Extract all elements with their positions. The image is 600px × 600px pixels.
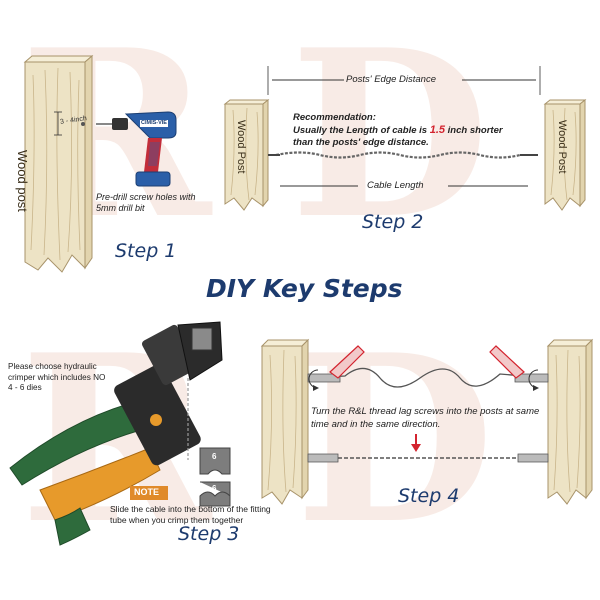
step2-left-post-label: Wood Post bbox=[235, 120, 247, 174]
recommendation-title: Recommendation: bbox=[293, 112, 376, 123]
step1-label: Step 1 bbox=[115, 240, 177, 262]
step2-left-post-icon bbox=[223, 98, 270, 211]
drill-icon bbox=[96, 111, 177, 187]
svg-text:D: D bbox=[295, 305, 494, 575]
step4-right-post-icon bbox=[546, 338, 594, 505]
rotation-arrow-icons bbox=[308, 369, 539, 391]
turnbuckle-hand-icons bbox=[329, 345, 525, 379]
cable-length-label: Cable Length bbox=[367, 180, 424, 191]
step4-left-post-icon bbox=[260, 338, 310, 505]
crimping-die-icon bbox=[199, 447, 231, 507]
page-title: DIY Key Steps bbox=[206, 274, 403, 303]
step2-right-post-label: Wood Post bbox=[556, 120, 568, 174]
note-badge-bg bbox=[130, 486, 168, 500]
recommendation-line1-post: inch shorter bbox=[445, 125, 503, 136]
recommendation-value: 1.5 bbox=[429, 124, 446, 136]
step4-cable-top-icon bbox=[307, 367, 549, 388]
die-label-bottom: 6 bbox=[212, 484, 217, 493]
down-arrow-icon bbox=[411, 434, 421, 452]
note-badge: NOTE bbox=[134, 487, 160, 497]
posts-edge-distance-label: Posts' Edge Distance bbox=[346, 74, 436, 85]
step3-label: Step 3 bbox=[178, 523, 240, 545]
step4-instruction: Turn the R&L thread lag screws into the … bbox=[311, 406, 540, 430]
svg-text:D: D bbox=[290, 0, 489, 270]
cable-icon bbox=[268, 151, 538, 159]
hydraulic-crimper-icon bbox=[9, 321, 223, 546]
drill-brand-label: CIMIS-VIE bbox=[141, 120, 167, 126]
step2-label: Step 2 bbox=[362, 211, 424, 233]
step1-wood-post-icon bbox=[23, 54, 94, 273]
die-label-top: 6 bbox=[212, 452, 217, 461]
step2-right-post-icon bbox=[543, 98, 587, 211]
step1-post-label: Wood post bbox=[15, 150, 30, 212]
recommendation-line1: Usually the Length of cable is 1.5 inch … bbox=[293, 124, 503, 136]
step1-caption: Pre-drill screw holes with 5mm drill bit bbox=[96, 192, 196, 213]
step4-label: Step 4 bbox=[398, 485, 460, 507]
recommendation-line1-pre: Usually the Length of cable is bbox=[293, 125, 430, 136]
posts-edge-distance-dimension bbox=[267, 66, 541, 95]
recommendation-line2: than the posts' edge distance. bbox=[293, 137, 429, 148]
note-text: Slide the cable into the bottom of the f… bbox=[110, 504, 271, 525]
step4-cable-bottom-icon bbox=[307, 453, 549, 463]
crimper-note: Please choose hydraulic crimper which in… bbox=[8, 362, 106, 392]
